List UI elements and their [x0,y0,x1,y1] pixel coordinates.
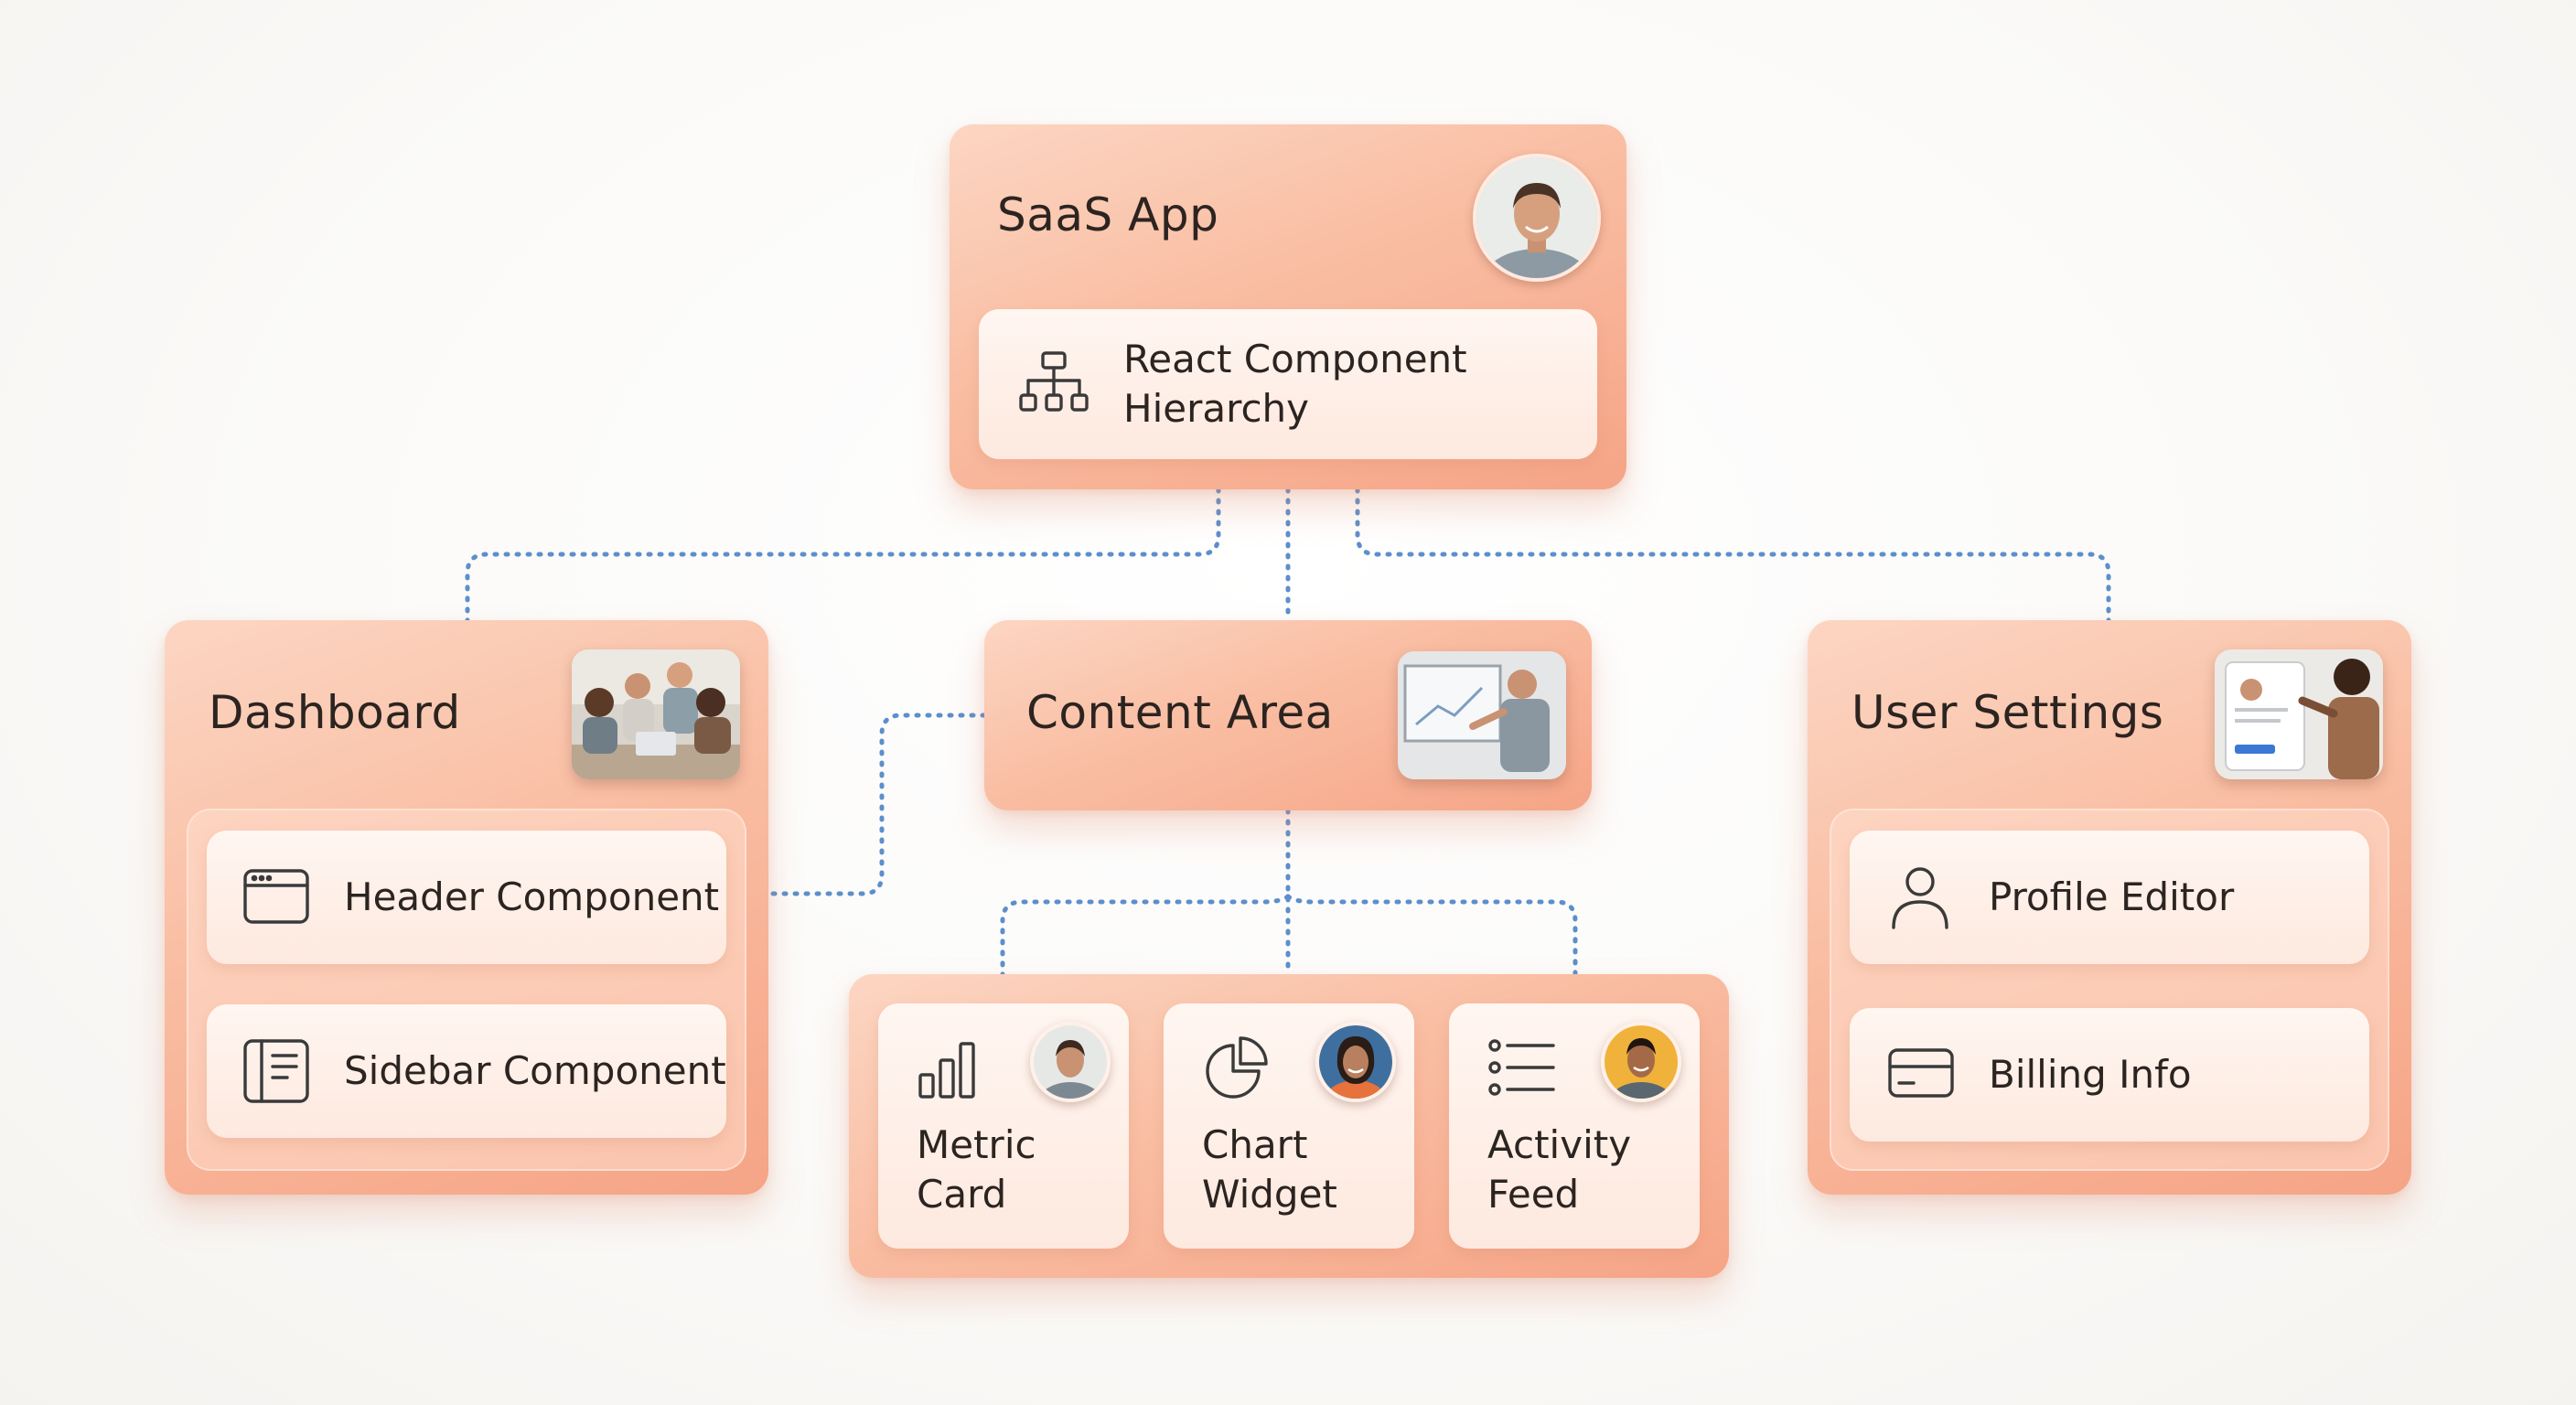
sidebar-component-item[interactable]: Sidebar Component [207,1004,726,1138]
list-icon [1486,1033,1559,1106]
connector-root-settings [1355,487,2111,623]
activity-feed-line2: Feed [1487,1172,1580,1217]
sidebar-layout-icon [242,1037,311,1105]
saas-app-avatar [1473,154,1601,282]
chart-widget-avatar [1315,1022,1396,1102]
dashboard-photo [572,649,740,779]
content-area-card[interactable]: Content Area [984,620,1592,810]
saas-app-title: SaaS App [997,188,1219,241]
react-hierarchy-label: React Component Hierarchy [1123,335,1467,434]
billing-info-item[interactable]: Billing Info [1850,1008,2369,1142]
profile-editor-item[interactable]: Profile Editor [1850,831,2369,964]
user-settings-photo [2215,649,2383,779]
user-settings-card[interactable]: User Settings Profile Editor [1808,620,2411,1195]
dashboard-title: Dashboard [209,686,461,739]
profile-editor-label: Profile Editor [1989,874,2235,919]
connector-content-metric [1000,894,1291,977]
metric-card-item[interactable]: Metric Card [878,1003,1129,1249]
chart-widget-label: Chart Widget [1202,1121,1337,1219]
user-settings-title: User Settings [1852,686,2164,739]
dashboard-card[interactable]: Dashboard Header Component [165,620,768,1195]
connector-content-feed [1285,894,1578,977]
metric-card-label: Metric Card [917,1121,1036,1219]
header-component-label: Header Component [344,874,720,919]
react-hierarchy-line1: React Component [1123,337,1467,381]
connector-content-dashboard [767,713,987,896]
widgets-tray: Metric Card Chart Widget [849,974,1729,1278]
metric-card-line1: Metric [917,1122,1036,1167]
chart-widget-line1: Chart [1202,1122,1308,1167]
activity-feed-label: Activity Feed [1487,1121,1631,1219]
user-icon [1888,863,1952,931]
react-hierarchy-line2: Hierarchy [1123,386,1310,431]
chart-widget-line2: Widget [1202,1172,1337,1217]
header-component-item[interactable]: Header Component [207,831,726,964]
activity-feed-avatar [1601,1022,1681,1102]
metric-card-line2: Card [917,1172,1007,1217]
saas-app-card[interactable]: SaaS App React Component Hierarchy [950,124,1626,489]
react-hierarchy-panel[interactable]: React Component Hierarchy [979,309,1597,459]
activity-feed-item[interactable]: Activity Feed [1449,1003,1700,1249]
hierarchy-icon [1017,349,1090,419]
bar-chart-icon [915,1033,988,1106]
content-area-photo [1398,651,1566,779]
pie-chart-icon [1200,1033,1273,1106]
sidebar-component-label: Sidebar Component [344,1048,726,1093]
credit-card-icon [1886,1045,1956,1101]
chart-widget-item[interactable]: Chart Widget [1164,1003,1414,1249]
dashboard-items-tray: Header Component Sidebar Component [187,809,746,1171]
content-area-title: Content Area [1026,686,1334,739]
billing-info-label: Billing Info [1989,1052,2192,1097]
metric-card-avatar [1030,1022,1111,1102]
browser-window-icon [242,865,311,928]
connector-root-dashboard [465,487,1221,623]
activity-feed-line1: Activity [1487,1122,1632,1167]
user-settings-items-tray: Profile Editor Billing Info [1830,809,2389,1171]
